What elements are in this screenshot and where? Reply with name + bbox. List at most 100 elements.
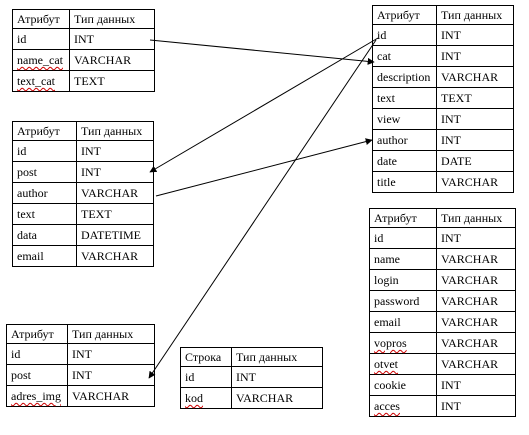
attr-type: VARCHAR [436,353,516,375]
header-datatype: Тип данных [436,208,516,228]
header-datatype: Тип данных [69,9,155,29]
attr-type: VARCHAR [67,385,155,407]
table-header-row: Атрибут Тип данных [6,324,155,344]
attr-type: VARCHAR [436,311,516,333]
attr-name: cat [372,45,437,67]
table-row: acces INT [369,395,516,417]
attr-type: INT [436,395,516,417]
arrow-posts-id-to-comments-post [149,37,379,173]
attr-name: otvet [374,357,398,371]
attr-name: title [372,171,437,193]
attr-name: login [369,269,437,291]
attr-name: email [12,245,77,267]
attr-name: adres_img [11,389,61,403]
attr-type: INT [436,108,514,130]
attr-type: TEXT [76,203,154,225]
attr-name: id [180,366,232,388]
table-row: id INT [12,28,155,50]
attr-type: INT [436,24,514,46]
header-attribute: Атрибут [12,121,77,141]
header-attribute: Атрибут [372,5,437,25]
header-attribute: Атрибут [12,9,70,29]
arrow-categories-id-to-posts-cat [149,39,375,65]
attr-name: id [369,227,437,249]
attr-name: post [6,364,68,386]
attr-name: password [369,290,437,312]
attr-name: name [369,248,437,270]
attr-type: INT [436,227,516,249]
attr-type: INT [436,374,516,396]
attr-name: view [372,108,437,130]
header-datatype: Тип данных [436,5,514,25]
attr-name: acces [374,399,400,413]
table-row: name_cat VARCHAR [12,49,155,71]
attr-name: email [369,311,437,333]
attr-type: VARCHAR [436,66,514,88]
attr-type: VARCHAR [436,171,514,193]
header-attribute: Атрибут [6,324,68,344]
table-row: text_cat TEXT [12,70,155,92]
attr-type: INT [69,28,155,50]
attr-name: author [372,129,437,151]
table-row: vopros VARCHAR [369,332,516,354]
header-datatype: Тип данных [67,324,155,344]
table-header-row: Атрибут Тип данных [372,5,514,25]
table-header-row: Атрибут Тип данных [369,208,516,228]
attr-type: INT [231,366,323,388]
table-header-row: Атрибут Тип данных [12,121,154,141]
attr-name: name_cat [17,53,63,67]
attr-type: TEXT [436,87,514,109]
attr-type: VARCHAR [76,182,154,204]
table-row: otvet VARCHAR [369,353,516,375]
attr-type: INT [436,45,514,67]
attr-name: id [12,140,77,162]
attr-name: vopros [374,336,407,350]
attr-type: INT [76,161,154,183]
attr-name: cookie [369,374,437,396]
header-datatype: Тип данных [231,347,323,367]
table-categories: Атрибут Тип данных id INT name_cat VARCH… [12,9,155,92]
header-attribute: Атрибут [369,208,437,228]
attr-type: VARCHAR [436,269,516,291]
attr-name: description [372,66,437,88]
attr-type: INT [67,343,155,365]
attr-name: text [12,203,77,225]
table-header-row: Атрибут Тип данных [12,9,155,29]
attr-type: VARCHAR [69,49,155,71]
attr-type: INT [76,140,154,162]
attr-name: id [6,343,68,365]
attr-name: text [372,87,437,109]
attr-type: DATETIME [76,224,154,246]
attr-type: TEXT [69,70,155,92]
attr-type: VARCHAR [436,248,516,270]
attr-type: VARCHAR [436,332,516,354]
attr-name: id [12,28,70,50]
